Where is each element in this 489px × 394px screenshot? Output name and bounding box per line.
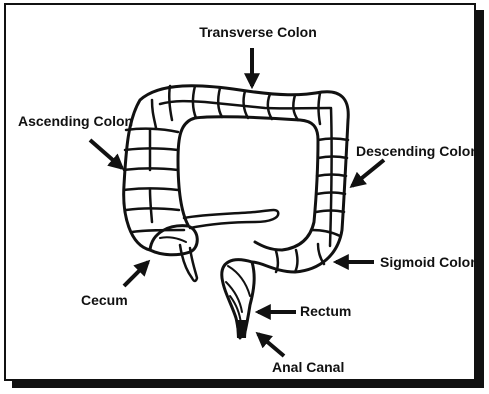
colon-outer-wall	[124, 86, 349, 272]
label-cecum: Cecum	[81, 292, 128, 308]
colon-inner-wall	[178, 117, 318, 250]
label-transverse-colon: Transverse Colon	[199, 24, 317, 40]
ileum	[184, 210, 278, 228]
anal-canal-body	[236, 320, 247, 338]
label-sigmoid-colon: Sigmoid Colon	[380, 254, 479, 270]
arrow-descending	[352, 160, 384, 186]
colon-illustration	[124, 86, 349, 338]
arrow-ascending	[90, 140, 122, 168]
label-ascending-colon: Ascending Colon	[18, 113, 133, 129]
arrow-anal-canal	[258, 334, 284, 356]
label-descending-colon: Descending Colon	[356, 143, 479, 159]
label-rectum: Rectum	[300, 303, 351, 319]
label-anal-canal: Anal Canal	[272, 359, 344, 375]
arrow-cecum	[124, 262, 148, 286]
